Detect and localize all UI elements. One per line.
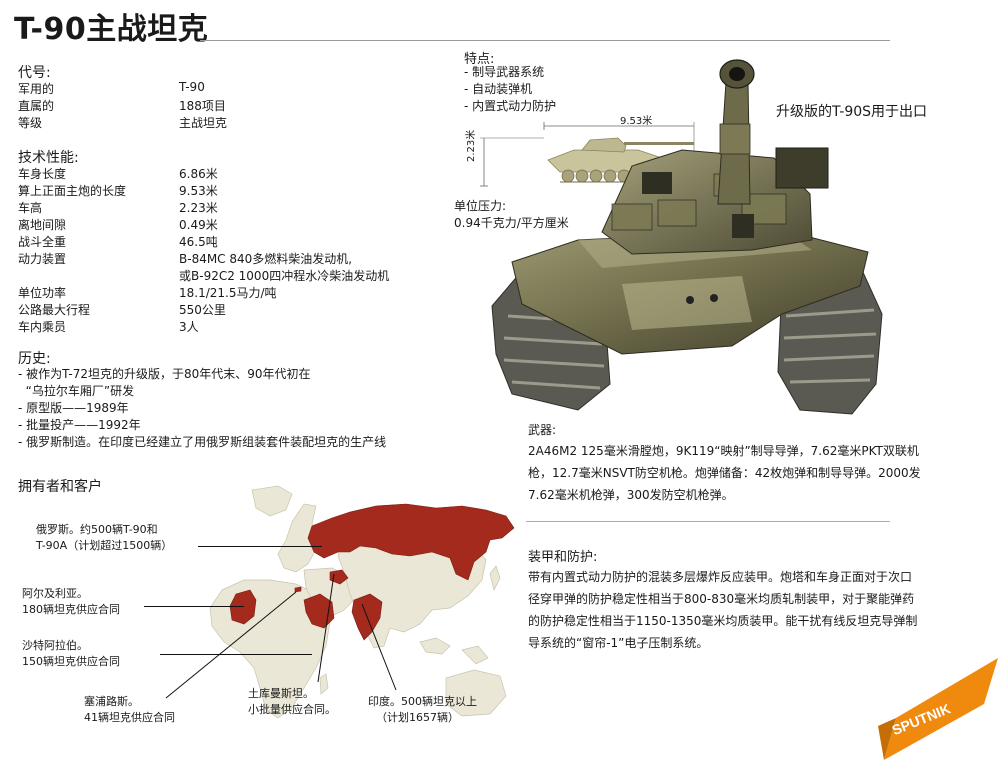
world-map [209,485,515,719]
history-line: - 被作为T-72坦克的升级版，于80年代末、90年代初在 [18,367,311,381]
specs-heading: 技术性能: [18,150,79,166]
leader-line-saudi [160,654,312,655]
map-land-japan [489,565,501,592]
section-divider [526,521,890,522]
feature-item: - 自动装弹机 [464,82,533,96]
map-land-islands [461,645,489,665]
feature-item: - 制导武器系统 [464,65,545,79]
weapons-heading: 武器: [528,423,557,437]
map-russia [307,503,515,581]
label-turkmenistan: 土库曼斯坦。小批量供应合同。 [248,687,336,716]
leader-line-cyprus [165,591,297,699]
label-algeria: 阿尔及利亚。180辆坦克供应合同 [22,587,120,616]
page-title: T-90主战坦克 [14,12,209,47]
map-land-madagascar [319,673,329,695]
map-land-greenland [251,485,293,517]
length-dimension-label: 9.53米 [620,116,653,127]
features-list: - 制导武器系统 - 自动装弹机 - 内置式动力防护 [464,64,556,115]
map-turkmenistan [329,569,349,585]
history-heading: 历史: [18,351,51,367]
map-algeria [229,589,257,625]
map-land-indonesia [419,637,451,655]
armor-heading: 装甲和防护: [528,550,598,565]
designation-heading: 代号: [18,65,51,81]
title-divider [200,40,890,41]
pressure-heading: 单位压力: [454,199,507,213]
designation-row: 等级主战坦克 [18,116,228,130]
sputnik-logo: SPUTNIK [878,658,998,760]
sight-box [775,147,829,189]
label-cyprus: 塞浦路斯。41辆坦克供应合同 [84,695,175,724]
history-line: - 批量投产——1992年 [18,418,141,432]
label-india: 印度。500辆坦克以上（计划1657辆） [368,695,477,724]
height-dimension-label: 2.23米 [466,129,477,162]
map-land-europe [277,503,321,573]
map-land-australia [445,669,507,717]
history-list: - 被作为T-72坦克的升级版，于80年代末、90年代初在 “乌拉尔车厢厂”研发… [18,366,386,451]
export-caption: 升级版的T-90S用于出口 [776,104,928,120]
leader-line-turkmenistan [317,573,335,683]
weapons-text: 2A46M2 125毫米滑膛炮，9K119“映射”制导导弹，7.62毫米PKT双… [528,444,921,502]
spec-row: 或B-92C2 1000四冲程水冷柴油发动机 [179,269,390,283]
map-saudi-arabia [303,593,335,629]
owners-heading: 拥有者和客户 [18,479,102,495]
history-line: - 原型版——1989年 [18,401,129,415]
leader-line-india [361,603,397,691]
history-line: - 俄罗斯制造。在印度已经建立了用俄罗斯组装套件装配坦克的生产线 [18,435,387,449]
feature-item: - 内置式动力防护 [464,99,557,113]
history-line: “乌拉尔车厢厂”研发 [18,384,135,398]
leader-line-russia [198,546,322,547]
pressure-value: 0.94千克力/平方厘米 [454,216,569,230]
features-heading: 特点: [464,52,495,67]
leader-line-algeria [144,606,244,607]
map-cyprus [294,586,302,593]
armor-text: 带有内置式动力防护的混装多层爆炸反应装甲。炮塔和车身正面对于次口 径穿甲弹的防护… [528,570,918,650]
label-saudi-arabia: 沙特阿拉伯。150辆坦克供应合同 [22,639,120,668]
tank-photo [491,59,883,415]
